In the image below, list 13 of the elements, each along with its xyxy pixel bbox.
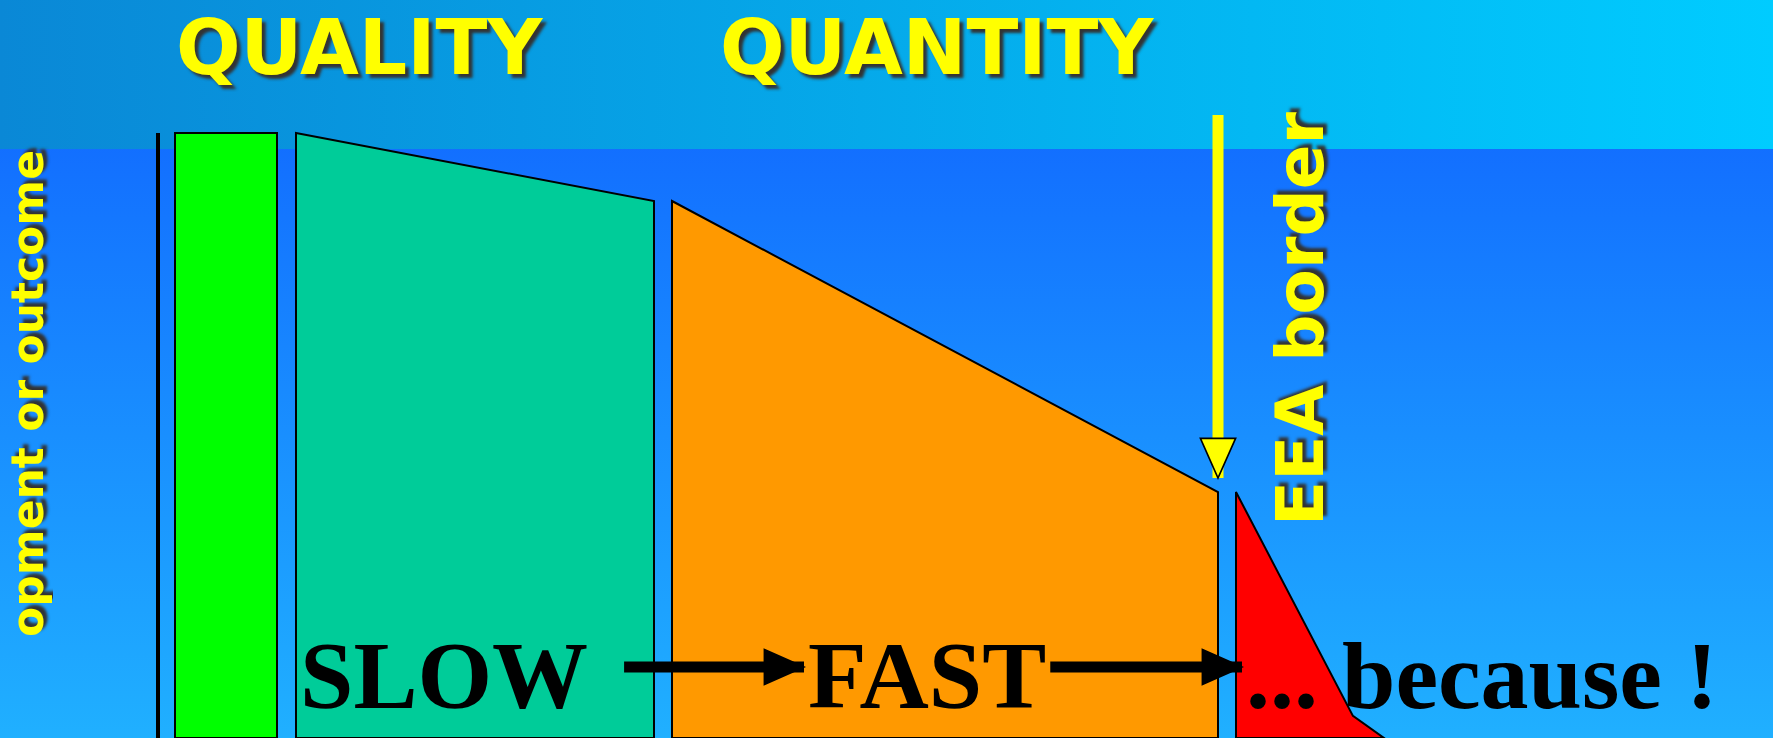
arrow [624,648,805,686]
bar-shape [174,132,278,738]
reason-text: ... because ! [1246,628,1718,724]
heading-text: QUALITY [176,10,543,86]
arrow [1050,648,1243,686]
trapezoid-shape [295,131,655,738]
border-text: EEA border [1268,112,1334,526]
axis-label: opment or outcome [6,150,50,637]
arrow [1199,115,1237,479]
speed-text: FAST [808,628,1047,724]
speed-text: SLOW [300,628,589,724]
heading-text: QUANTITY [720,10,1154,86]
trapezoid-shape [671,199,1219,738]
